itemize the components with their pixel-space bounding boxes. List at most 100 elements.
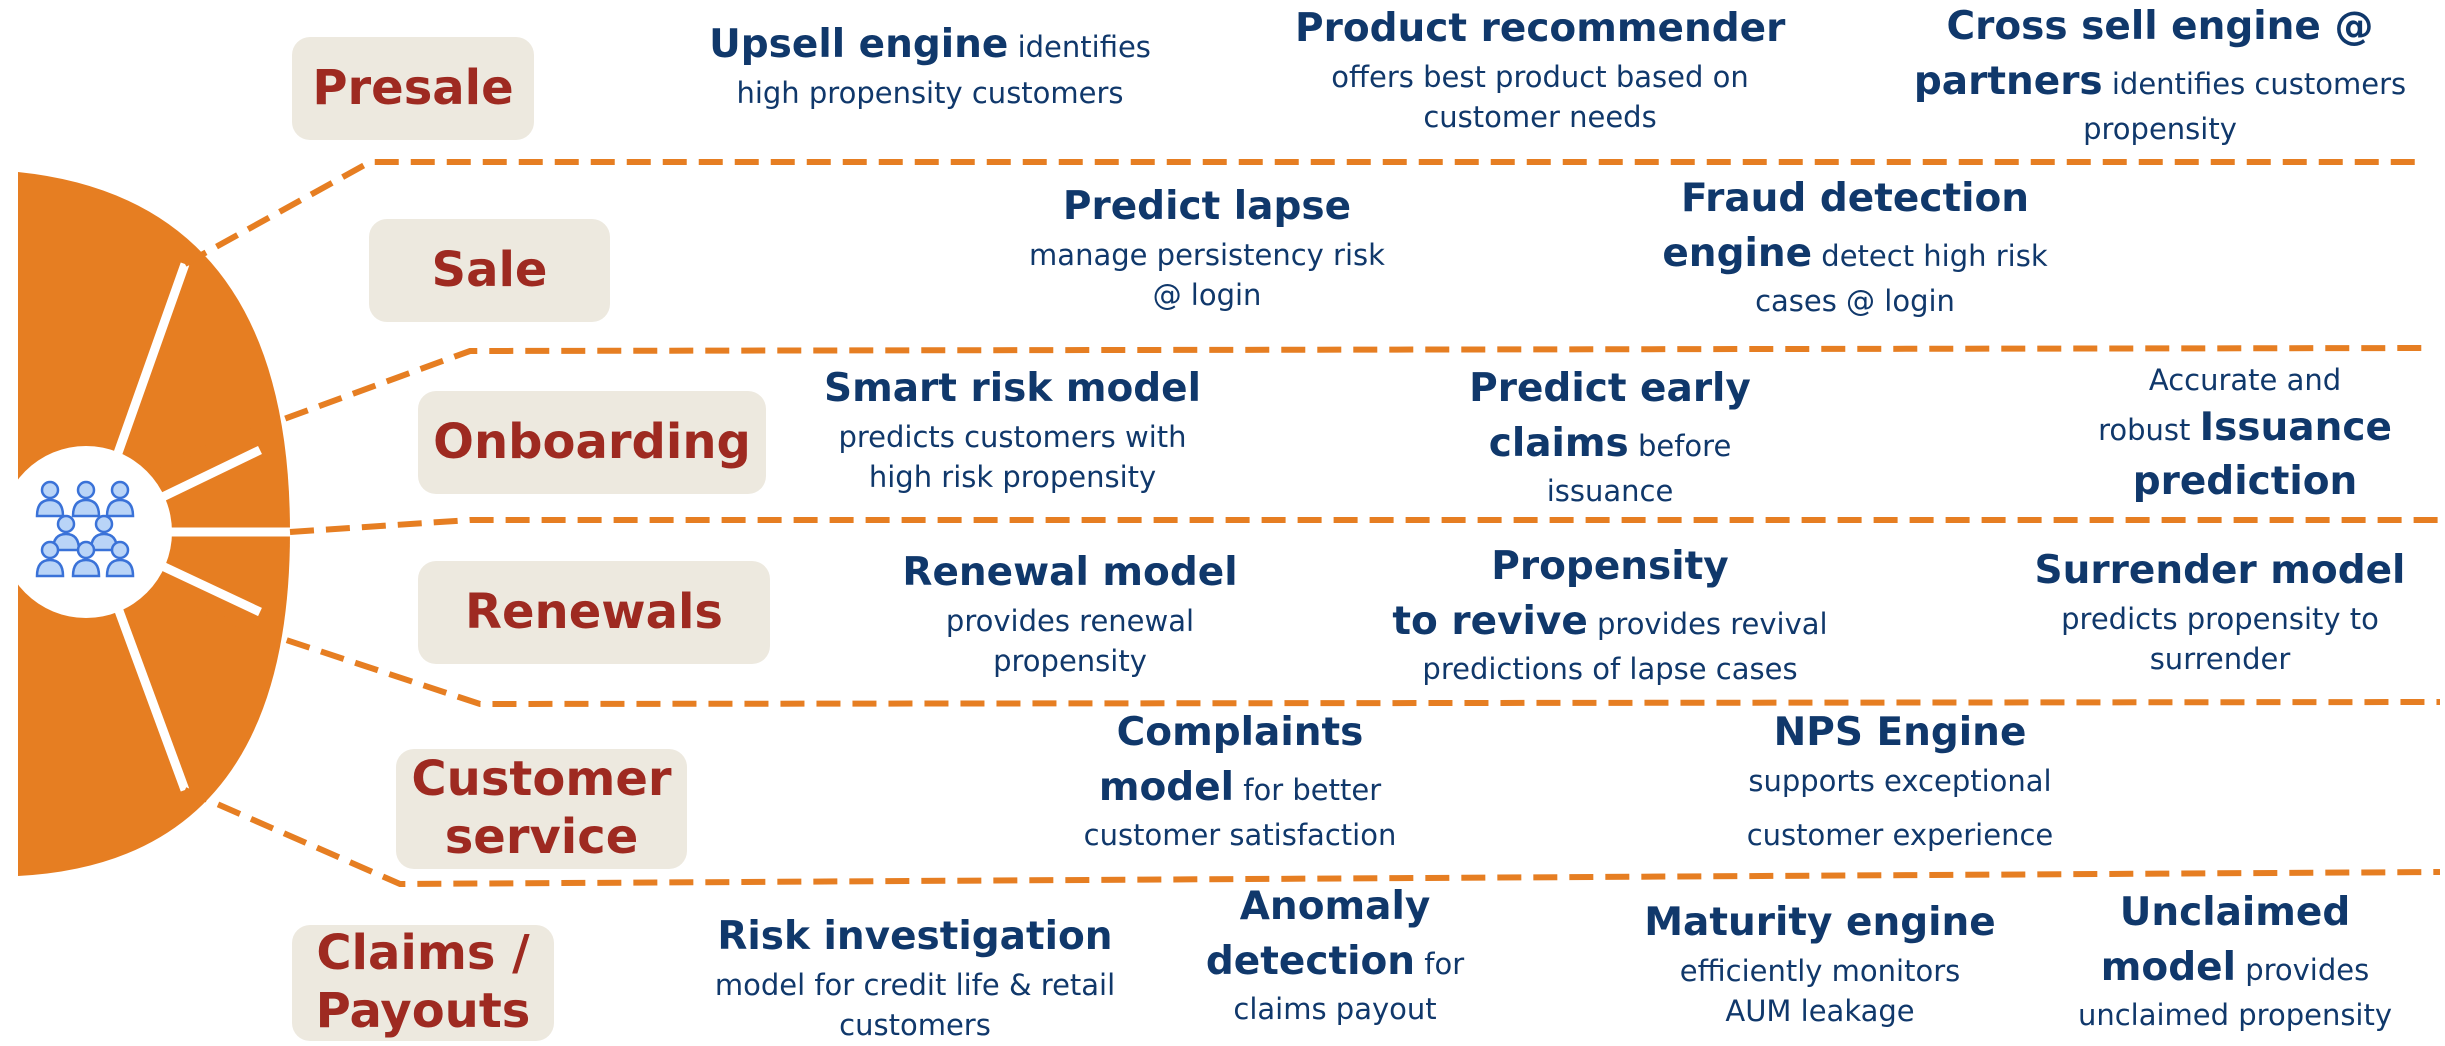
model-title: model: [2100, 944, 2236, 990]
model-desc: supports exceptional: [1748, 763, 2052, 798]
model-desc-inline: for better: [1243, 772, 1382, 807]
model-fraud-detection: Fraud detection engine detect high risk …: [1640, 172, 2070, 322]
model-title: Predict lapse: [1062, 184, 1352, 229]
model-desc: propensity: [993, 644, 1147, 679]
model-title: Cross sell engine @: [1946, 4, 2374, 49]
stage-label-customer-service: Customer service: [396, 749, 687, 869]
model-desc-inline: before: [1637, 428, 1732, 463]
divider-service-claims: [183, 787, 2441, 888]
model-title: to revive: [1392, 598, 1588, 644]
stage-label-renewals: Renewals: [418, 561, 770, 664]
model-title: Renewal model: [902, 550, 1238, 595]
model-unclaimed: Unclaimed model provides unclaimed prope…: [2055, 886, 2415, 1036]
model-desc: offers best product based on: [1331, 59, 1749, 94]
model-title: Product recommender: [1295, 6, 1786, 51]
model-desc: propensity: [2083, 112, 2237, 147]
stage-label-presale: Presale: [292, 37, 534, 140]
model-title: Surrender model: [2034, 548, 2406, 593]
hub-circle: [0, 446, 172, 618]
model-title: Smart risk model: [824, 366, 1201, 411]
model-desc: issuance: [1546, 474, 1674, 509]
model-title: Issuance: [2199, 404, 2392, 450]
model-desc: efficiently monitors: [1679, 953, 1961, 988]
model-desc-inline: detect high risk: [1821, 238, 2048, 273]
model-title: Anomaly: [1239, 884, 1431, 929]
model-predict-early-claims: Predict early claims before issuance: [1400, 362, 1820, 512]
model-title: claims: [1488, 420, 1629, 466]
model-title: Unclaimed: [2119, 890, 2351, 935]
stage-label-line2: service: [444, 809, 639, 865]
model-title: Maturity engine: [1644, 900, 1996, 945]
model-title: partners: [1913, 58, 2103, 104]
model-desc: claims payout: [1233, 992, 1437, 1027]
model-smart-risk: Smart risk model predicts customers with…: [810, 362, 1215, 498]
model-anomaly-detection: Anomaly detection for claims payout: [1190, 880, 1480, 1030]
model-desc: unclaimed propensity: [2077, 998, 2393, 1033]
model-title: Predict early: [1469, 366, 1751, 411]
stage-dividers: [148, 159, 2441, 888]
model-issuance-prediction: Accurate and robust Issuance prediction: [2045, 360, 2445, 510]
model-desc: cases @ login: [1755, 284, 1955, 319]
model-surrender: Surrender model predicts propensity to s…: [2030, 544, 2410, 680]
model-desc-inline: robust: [2098, 412, 2191, 447]
model-desc: predicts propensity to: [2061, 601, 2379, 636]
people-group-icon: [35, 480, 135, 578]
stage-label-text: Presale: [312, 59, 514, 116]
stage-label-line1: Customer: [411, 751, 672, 808]
model-product-recommender: Product recommender offers best product …: [1295, 2, 1785, 138]
model-renewal: Renewal model provides renewal propensit…: [870, 546, 1270, 682]
model-desc: customer satisfaction: [1083, 818, 1397, 853]
model-desc: high risk propensity: [868, 460, 1157, 495]
model-desc: @ login: [1152, 278, 1262, 313]
model-complaints: Complaints model for better customer sat…: [1050, 706, 1430, 856]
model-title: Risk investigation: [717, 914, 1113, 959]
model-desc-inline: for: [1424, 946, 1465, 981]
model-desc: predicts customers with: [838, 419, 1187, 454]
model-title: Fraud detection: [1680, 176, 2030, 221]
model-desc: model for credit life & retail: [714, 967, 1116, 1002]
model-title: NPS Engine: [1773, 710, 2027, 755]
stage-label-text: Renewals: [465, 583, 723, 640]
fan-spokes: [85, 262, 290, 792]
model-title: model: [1098, 764, 1235, 810]
model-title: Complaints: [1116, 710, 1364, 755]
stage-label-text: Sale: [431, 241, 548, 298]
model-desc: customer experience: [1746, 818, 2054, 853]
stage-label-line2: Payouts: [315, 983, 531, 1039]
model-propensity-to-revive: Propensity to revive provides revival pr…: [1370, 540, 1850, 690]
stage-label-onboarding: Onboarding: [418, 391, 766, 494]
model-desc: Accurate and: [2148, 363, 2342, 397]
model-desc-inline: identifies customers: [2111, 66, 2407, 101]
model-desc: high propensity customers: [736, 75, 1124, 110]
model-nps-engine: NPS Engine supports exceptional customer…: [1700, 706, 2100, 856]
model-cross-sell-engine: Cross sell engine @ partners identifies …: [1900, 0, 2420, 150]
model-desc: customer needs: [1423, 100, 1657, 135]
model-desc: manage persistency risk: [1029, 237, 1385, 272]
divider-renewals-service: [149, 592, 2441, 708]
divider-sale-onboarding: [148, 345, 2431, 471]
model-desc: customers: [839, 1008, 991, 1043]
stage-label-sale: Sale: [369, 219, 610, 322]
model-desc: AUM leakage: [1725, 994, 1915, 1029]
model-title: engine: [1662, 230, 1813, 276]
model-desc-inline: provides revival: [1597, 606, 1828, 641]
model-risk-investigation: Risk investigation model for credit life…: [700, 910, 1130, 1046]
divider-onboarding-renewals: [289, 517, 2440, 535]
stage-label-text: Onboarding: [433, 413, 751, 470]
model-title: detection: [1205, 938, 1416, 984]
model-predict-lapse: Predict lapse manage persistency risk @ …: [1002, 180, 1412, 316]
model-maturity-engine: Maturity engine efficiently monitors AUM…: [1620, 896, 2020, 1032]
model-desc: predictions of lapse cases: [1422, 652, 1798, 687]
model-title: prediction: [2132, 459, 2358, 505]
model-desc: surrender: [2149, 642, 2291, 677]
model-title: Propensity: [1491, 544, 1729, 589]
model-desc-inline: identifies: [1017, 30, 1151, 64]
model-desc: provides renewal: [945, 603, 1195, 638]
stage-label-line1: Claims /: [316, 925, 530, 982]
model-desc-inline: provides: [2245, 952, 2370, 987]
model-upsell-engine: Upsell engine identifies high propensity…: [700, 18, 1160, 113]
stage-label-claims-payouts: Claims / Payouts: [292, 925, 554, 1041]
model-title: Upsell engine: [709, 22, 1009, 67]
